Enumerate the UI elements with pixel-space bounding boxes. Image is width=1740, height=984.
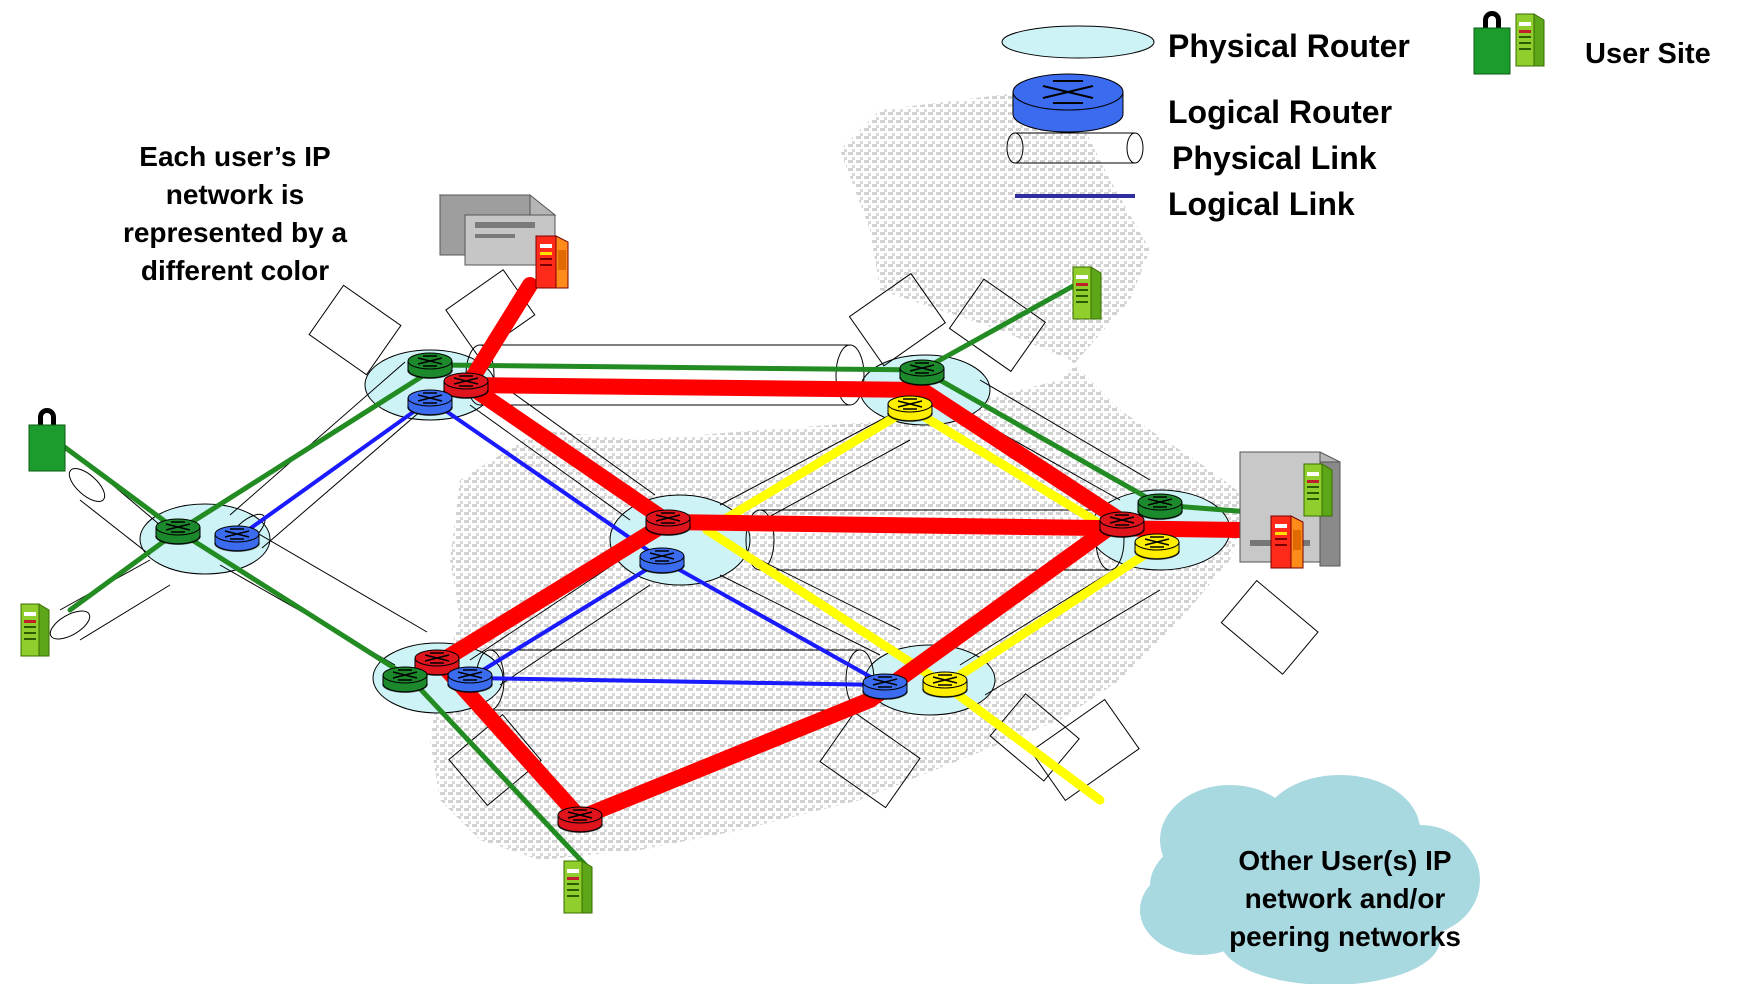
legend-logical-router-label: Logical Router (1168, 94, 1393, 130)
legend-server-icon (1515, 13, 1545, 67)
router-icon (407, 389, 453, 416)
legend-logical-router-icon (1012, 73, 1124, 133)
router-icon (899, 359, 945, 386)
tube-link-icon (719, 414, 911, 531)
router-icon (887, 395, 933, 422)
tube-link-icon (835, 344, 865, 406)
network-color-note: Each user’s IP network is represented by… (122, 141, 348, 286)
router-icon (443, 372, 489, 399)
router-icon (1137, 493, 1183, 520)
tube-link-icon (229, 361, 438, 549)
router-icon (1134, 533, 1180, 560)
legend-lock-site-icon (1473, 10, 1511, 75)
router-icon (639, 547, 685, 574)
router-icon (922, 671, 968, 698)
tube-link-icon (719, 549, 901, 656)
server-icon (563, 860, 593, 914)
logical-links-red (432, 277, 1248, 826)
legend-logical-link-label: Logical Link (1168, 186, 1355, 222)
tube-link-icon (68, 468, 106, 502)
server-icon (535, 235, 569, 289)
lock-site-icon (28, 407, 66, 472)
router-icon (1099, 511, 1145, 538)
logical-links-yellow (702, 403, 1160, 805)
router-icon (155, 518, 201, 545)
legend-user-site-label: User Site (1585, 38, 1711, 70)
cloud-label: Other User(s) IP network and/or peering … (1229, 845, 1461, 952)
tube-link-icon (745, 509, 775, 571)
legend-physical-link-label: Physical Link (1172, 140, 1377, 176)
tube-link-icon (308, 284, 402, 376)
background-map (430, 90, 1250, 860)
router-icon (862, 673, 908, 700)
legend-physical-router-label: Physical Router (1168, 28, 1410, 64)
legend (1001, 10, 1545, 198)
tube-link-icon (469, 559, 651, 686)
legend-physical-link-icon (1006, 132, 1144, 164)
cloud-icon (1140, 775, 1480, 984)
router-icon (645, 509, 691, 536)
logical-links-green (52, 282, 1253, 873)
router-icon (407, 352, 453, 379)
tube-link-icon (448, 713, 542, 807)
tube-link-icon (59, 559, 171, 641)
server-icon (1270, 515, 1304, 569)
router-icon (447, 666, 493, 693)
tube-link-icon (948, 278, 1047, 373)
tube-link-icon (989, 693, 1080, 782)
tube-link-icon (1220, 579, 1319, 675)
tube-link-icon (819, 711, 921, 809)
user-sites (20, 194, 1341, 914)
tube-link-icon (480, 344, 850, 406)
server-icon (438, 194, 557, 266)
logical-links-blue (235, 398, 887, 687)
tube-link-icon (49, 610, 91, 640)
server-icon (20, 603, 50, 657)
router-icon (382, 666, 428, 693)
tube-link-icon (848, 272, 947, 367)
legend-physical-router-icon (1001, 25, 1155, 59)
router-icon (214, 525, 260, 552)
server-icon (1072, 266, 1102, 320)
router-icon (557, 806, 603, 833)
tube-link-icon (469, 379, 656, 521)
server-icon (1303, 463, 1333, 517)
